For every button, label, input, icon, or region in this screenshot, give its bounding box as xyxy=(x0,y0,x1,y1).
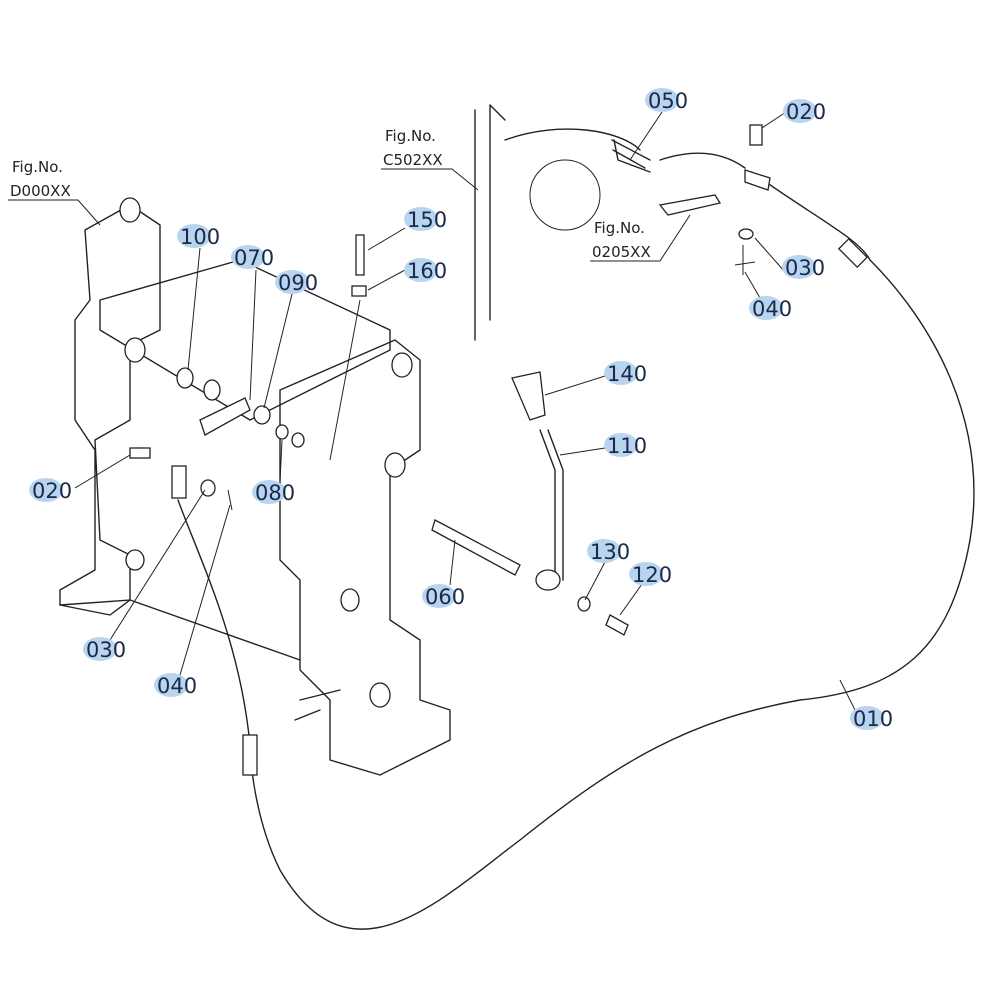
callout-number: 010 xyxy=(853,707,893,731)
callout-010[interactable]: 010 xyxy=(839,679,893,731)
callout-highlight xyxy=(604,361,638,385)
callout-number: 140 xyxy=(607,362,647,386)
callout-080[interactable]: 080 xyxy=(252,439,295,505)
callout-number: 030 xyxy=(785,256,825,280)
callout-030[interactable]: 030 xyxy=(83,489,206,662)
leader-line xyxy=(584,561,606,601)
callout-highlight xyxy=(782,255,816,279)
leader-line xyxy=(109,489,206,641)
upper-right-parts xyxy=(474,104,771,341)
lever-assembly xyxy=(431,371,629,636)
callout-110[interactable]: 110 xyxy=(559,433,647,458)
callout-number: 080 xyxy=(255,481,295,505)
callout-070[interactable]: 070 xyxy=(231,245,274,401)
leader-line xyxy=(249,269,257,401)
leader-line xyxy=(754,237,786,273)
callout-number: 090 xyxy=(278,271,318,295)
callout-number: 060 xyxy=(425,585,465,609)
callout-highlight xyxy=(629,562,663,586)
cable-fitting xyxy=(242,734,258,776)
fig-ref-d000xx[interactable]: Fig.No. D000XX xyxy=(8,158,101,226)
leader-line xyxy=(629,111,663,161)
callout-highlight xyxy=(749,296,783,320)
callout-020[interactable]: 020 xyxy=(29,454,131,503)
callout-number: 070 xyxy=(234,246,274,270)
callout-highlight xyxy=(404,207,438,231)
callout-highlight xyxy=(83,637,117,661)
callout-highlight xyxy=(587,539,621,563)
svg-text:Fig.No.: Fig.No. xyxy=(385,127,436,145)
callout-number: 160 xyxy=(407,259,447,283)
callout-number: 100 xyxy=(180,225,220,249)
leader-line xyxy=(839,679,856,711)
callout-020[interactable]: 020 xyxy=(761,99,826,129)
callout-number: 040 xyxy=(752,297,792,321)
fig-ref-c502xx[interactable]: Fig.No. C502XX xyxy=(381,127,479,191)
callout-highlight xyxy=(422,584,456,608)
callout-number: 030 xyxy=(86,638,126,662)
leader-line xyxy=(279,439,283,483)
leader-line xyxy=(544,375,606,396)
leader-line xyxy=(74,454,131,489)
svg-text:Fig.No.: Fig.No. xyxy=(12,158,63,176)
callout-040[interactable]: 040 xyxy=(744,271,792,321)
svg-text:D000XX: D000XX xyxy=(10,182,71,200)
callout-highlight xyxy=(404,258,438,282)
callout-highlight xyxy=(154,673,188,697)
callout-number: 110 xyxy=(607,434,647,458)
callout-labels: 050 020 100 070 150 160 090 030 040 140 110 020 080 1… xyxy=(29,88,893,731)
leader-line xyxy=(449,539,456,586)
left-small-parts xyxy=(129,234,367,511)
callout-040[interactable]: 040 xyxy=(154,504,231,698)
leader-line xyxy=(367,269,406,291)
callout-100[interactable]: 100 xyxy=(177,224,220,371)
callout-030[interactable]: 030 xyxy=(754,237,825,280)
callout-highlight xyxy=(604,433,638,457)
leader-line xyxy=(179,504,231,676)
callout-highlight xyxy=(231,245,265,269)
leader-line xyxy=(367,227,406,251)
svg-text:Fig.No.: Fig.No. xyxy=(594,219,645,237)
callout-number: 150 xyxy=(407,208,447,232)
callout-number: 050 xyxy=(648,89,688,113)
leader-line xyxy=(263,293,293,409)
callout-highlight xyxy=(275,270,309,294)
svg-text:0205XX: 0205XX xyxy=(592,243,651,261)
callout-highlight xyxy=(645,88,679,112)
callout-highlight xyxy=(177,224,211,248)
leader-line xyxy=(187,247,201,371)
callout-050[interactable]: 050 xyxy=(629,88,688,161)
callout-number: 040 xyxy=(157,674,197,698)
svg-text:C502XX: C502XX xyxy=(383,151,443,169)
callout-150[interactable]: 150 xyxy=(367,207,447,251)
callout-060[interactable]: 060 xyxy=(422,539,465,609)
leader-line xyxy=(619,583,643,616)
callout-number: 120 xyxy=(632,563,672,587)
callout-number: 020 xyxy=(786,100,826,124)
leader-line xyxy=(744,271,761,299)
callout-120[interactable]: 120 xyxy=(619,562,672,616)
callout-highlight xyxy=(783,99,817,123)
callout-highlight xyxy=(252,480,286,504)
callout-number: 020 xyxy=(32,479,72,503)
leader-line xyxy=(559,447,606,456)
callout-highlight xyxy=(29,478,63,502)
callout-160[interactable]: 160 xyxy=(367,258,447,291)
callout-number: 130 xyxy=(590,540,630,564)
callout-090[interactable]: 090 xyxy=(263,270,318,409)
fig-ref-0205xx[interactable]: Fig.No. 0205XX xyxy=(590,214,691,262)
cable-fitting-upper xyxy=(837,237,869,269)
callout-130[interactable]: 130 xyxy=(584,539,630,601)
leader-line xyxy=(761,111,787,129)
callout-140[interactable]: 140 xyxy=(544,361,647,396)
callout-highlight xyxy=(850,706,884,730)
